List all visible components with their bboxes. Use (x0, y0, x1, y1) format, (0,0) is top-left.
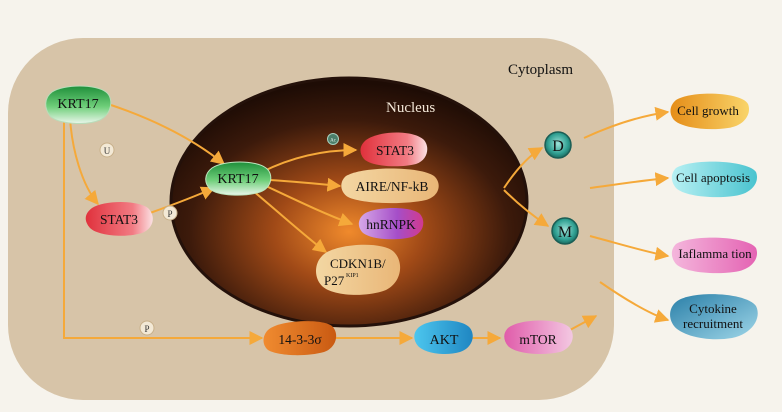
arrow-nucleus-to-m (503, 189, 550, 227)
hnrnpk-label: hnRNPK (366, 217, 416, 232)
d-label: D (552, 138, 564, 155)
stat3-nucleus-label: STAT3 (376, 143, 414, 158)
cdkn1b-p27-node: CDKN1B/ P27 KIP1 (316, 244, 401, 295)
hnrnpk-node: hnRNPK (358, 208, 424, 240)
badge-u: U (99, 142, 115, 158)
outcome-cell-growth: Cell growth (670, 93, 750, 130)
outcome-cytokine-line2: recruitment (683, 316, 743, 331)
akt-node: AKT (414, 320, 473, 354)
m-node: M (551, 217, 579, 245)
arrow-krt17-to-hnrnpk (265, 185, 354, 227)
outcome-inflammation-label: Iaflamma tion (678, 246, 752, 261)
krt17-cytoplasm-node: KRT17 (45, 85, 112, 124)
cdkn1b-label-line1: CDKN1B/ (330, 256, 386, 271)
badge-p-stat3-label: P (167, 209, 172, 219)
badge-u-label: U (104, 146, 111, 156)
krt17-nucleus-label: KRT17 (217, 172, 258, 187)
mtor-node: mTOR (504, 320, 573, 354)
outcome-cell-growth-label: Cell growth (677, 103, 739, 118)
krt17-cytoplasm-label: KRT17 (57, 97, 98, 112)
arrow-krt17-to-nucleus (107, 103, 226, 165)
krt17-nucleus-node: KRT17 (205, 161, 272, 196)
badge-ac-label: Ac (330, 139, 337, 144)
14-3-3-sigma-node: 14-3-3σ (263, 321, 337, 356)
arrow-krt17-to-1433 (63, 118, 264, 345)
arrow-to-cell-growth (583, 106, 670, 139)
badge-p-1433-label: P (144, 324, 149, 334)
stat3-cytoplasm-node: STAT3 (85, 202, 153, 236)
p27-label: P27 (324, 273, 345, 288)
arrow-to-inflammation (589, 235, 670, 261)
arrow-krt17-to-stat3 (69, 117, 99, 206)
d-node: D (544, 131, 572, 159)
arrow-mtor-out (569, 315, 598, 331)
arrow-nucleus-to-d (503, 147, 544, 189)
arrow-stat3-to-krt17 (149, 186, 216, 214)
mtor-label: mTOR (519, 332, 556, 347)
akt-label: AKT (430, 333, 459, 348)
arrow-to-cytokine (599, 281, 670, 323)
arrow-krt17-to-cdkn1b (251, 189, 328, 253)
nucleus (169, 76, 529, 328)
aire-nfkb-node: AIRE/NF-kB (341, 168, 439, 204)
arrow-to-cell-apoptosis (589, 172, 670, 189)
cytoplasm-label: Cytoplasm (508, 62, 573, 78)
nucleus-label: Nucleus (386, 100, 435, 116)
outcome-cell-apoptosis-label: Cell apoptosis (676, 170, 750, 185)
badge-p-stat3: P (162, 205, 178, 221)
outcome-cytokine-line1: Cytokine (689, 301, 737, 316)
badge-ac: Ac (327, 133, 339, 145)
badge-p-1433: P (139, 320, 155, 336)
outcome-cytokine-recruitment: Cytokine recruitment (670, 294, 758, 340)
arrow-krt17-to-aire (269, 177, 342, 192)
outcome-inflammation: Iaflamma tion (671, 237, 758, 274)
stat3-cytoplasm-label: STAT3 (100, 212, 138, 227)
arrow-krt17-to-stat3-nuc (261, 143, 358, 173)
14-3-3-sigma-label: 14-3-3σ (278, 332, 322, 347)
kip1-superscript: KIP1 (346, 273, 359, 279)
m-label: M (558, 224, 572, 241)
stat3-nucleus-node: STAT3 (360, 132, 428, 167)
aire-nfkb-label: AIRE/NF-kB (356, 179, 429, 194)
outcome-cell-apoptosis: Cell apoptosis (671, 161, 758, 198)
